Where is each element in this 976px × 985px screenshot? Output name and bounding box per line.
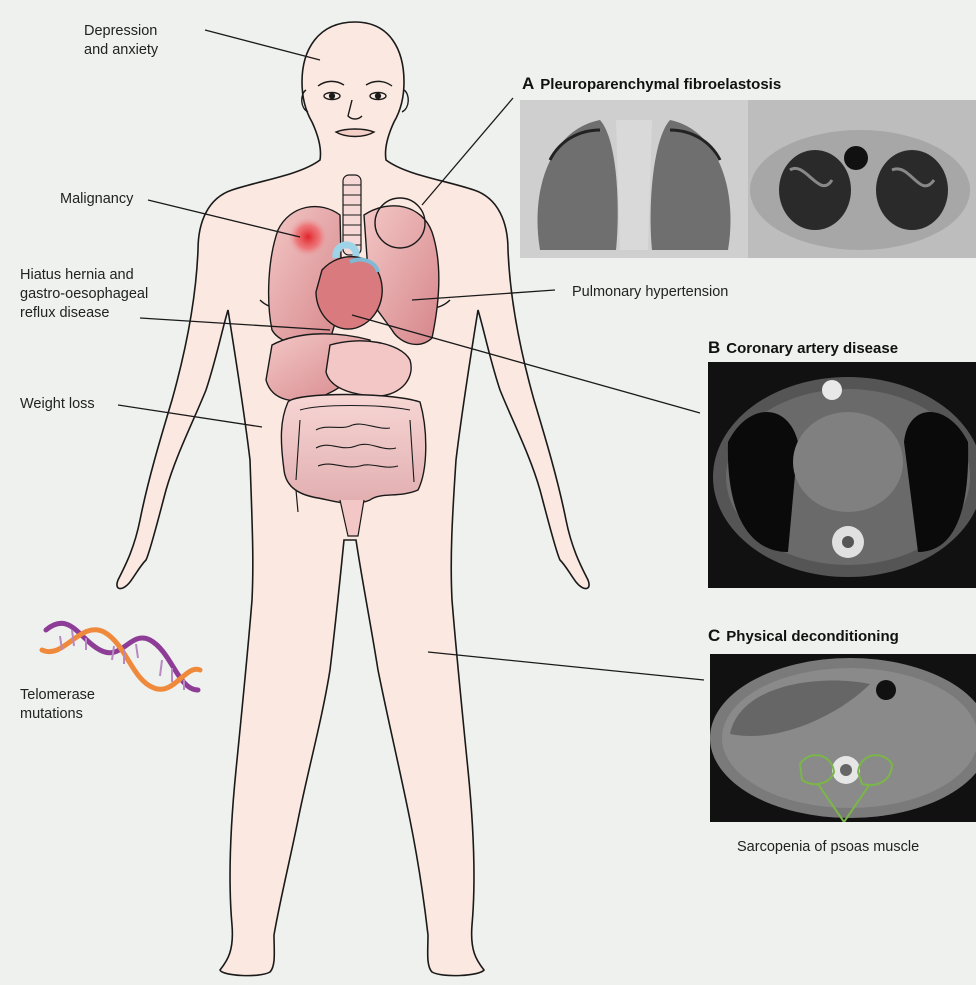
panel-a-letter: A bbox=[522, 74, 534, 93]
panel-c-title: C Physical deconditioning bbox=[708, 626, 899, 646]
panel-b-letter: B bbox=[708, 338, 720, 357]
stomach bbox=[326, 341, 411, 396]
panel-b-title-text: Coronary artery disease bbox=[726, 340, 898, 357]
heart bbox=[316, 257, 382, 329]
panel-c-letter: C bbox=[708, 626, 720, 645]
hiatus-label: Hiatus hernia and gastro-oesophageal ref… bbox=[20, 266, 148, 323]
sarcopenia-label: Sarcopenia of psoas muscle bbox=[737, 838, 919, 857]
panel-b-ct-image bbox=[708, 362, 976, 588]
depression-label: Depression and anxiety bbox=[84, 22, 158, 60]
panel-c-title-text: Physical deconditioning bbox=[726, 628, 899, 645]
panel-a-ct-image bbox=[520, 100, 976, 258]
telomerase-label: Telomerase mutations bbox=[20, 686, 95, 724]
panel-a-title: A Pleuroparenchymal fibroelastosis bbox=[522, 74, 781, 94]
panel-b-title: B Coronary artery disease bbox=[708, 338, 898, 358]
malignancy-label: Malignancy bbox=[60, 190, 133, 209]
tumor-marker bbox=[288, 217, 328, 257]
weight-loss-label: Weight loss bbox=[20, 395, 95, 414]
panel-c-ct-image bbox=[710, 654, 976, 822]
dna-helix-icon bbox=[42, 623, 200, 690]
pulmonary-hypertension-label: Pulmonary hypertension bbox=[572, 283, 728, 302]
panel-a-title-text: Pleuroparenchymal fibroelastosis bbox=[540, 76, 781, 93]
